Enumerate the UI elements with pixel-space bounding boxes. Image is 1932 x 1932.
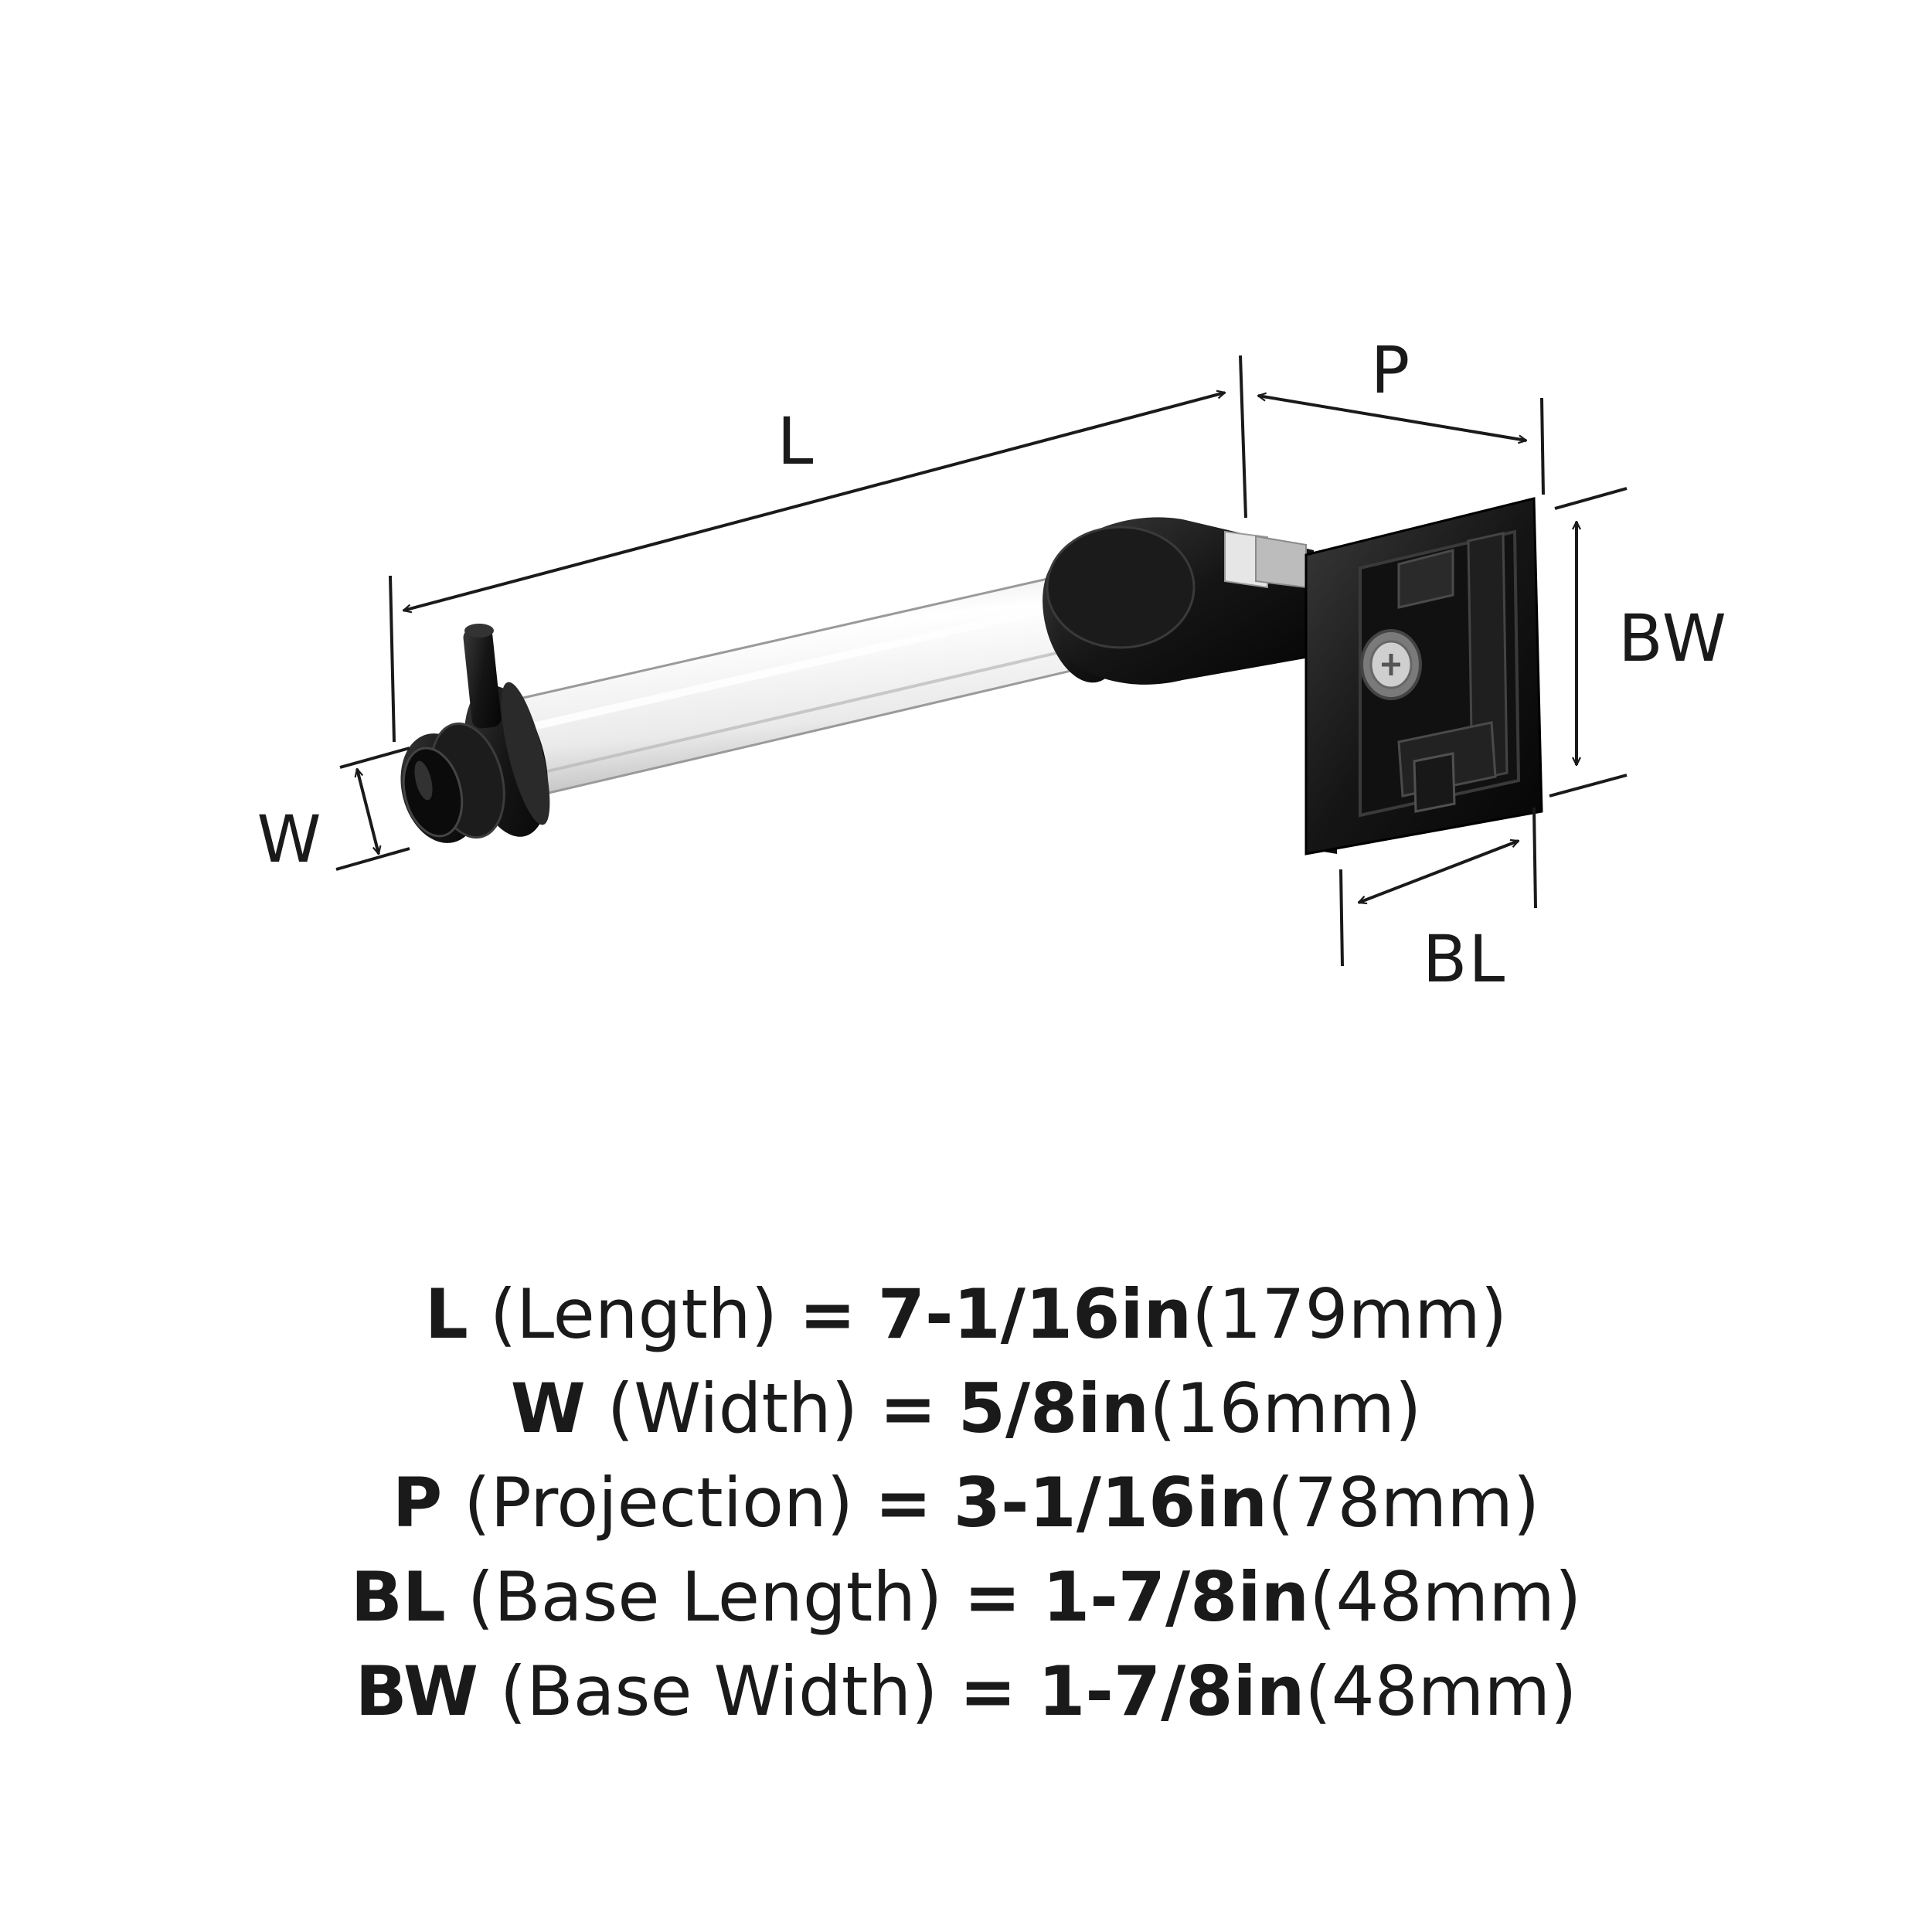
spec-imperial: 1-7/8in [1038, 1651, 1305, 1731]
spec-metric: (78mm) [1267, 1463, 1540, 1543]
spec-metric: (179mm) [1192, 1274, 1508, 1354]
label-BW: BW [1618, 600, 1728, 676]
spec-equals: = [879, 1369, 937, 1448]
dimension-BW: BW [1549, 487, 1728, 798]
spec-code: BW [355, 1651, 478, 1731]
spec-code: L [424, 1274, 468, 1354]
spec-imperial: 7-1/16in [877, 1274, 1192, 1354]
spec-line-base-width: BW (Base Width) = 1-7/8in(48mm) [0, 1645, 1932, 1739]
spec-name: (Base Length) [467, 1557, 943, 1637]
spec-name: (Projection) [464, 1463, 854, 1543]
spec-line-length: L (Length) = 7-1/16in(179mm) [0, 1267, 1932, 1362]
spec-line-base-length: BL (Base Length) = 1-7/8in(48mm) [0, 1550, 1932, 1645]
end-cap [400, 624, 550, 843]
spec-name: (Length) [489, 1274, 778, 1354]
spec-equals: = [959, 1651, 1017, 1731]
support-arm [1046, 517, 1314, 685]
toilet-paper-holder-illustration [400, 497, 1543, 855]
spec-code: W [510, 1369, 586, 1448]
label-W: W [257, 801, 322, 877]
label-BL: BL [1423, 921, 1506, 997]
spec-equals: = [964, 1557, 1022, 1637]
spec-equals: = [799, 1274, 856, 1354]
label-P: P [1371, 332, 1412, 408]
dimension-spec-list: L (Length) = 7-1/16in(179mm) W (Width) =… [0, 1267, 1932, 1739]
spec-imperial: 3-1/16in [953, 1463, 1268, 1543]
spec-code: P [392, 1463, 443, 1543]
spec-name: (Base Width) [499, 1651, 938, 1731]
dimension-W: W [257, 747, 410, 877]
spec-metric: (16mm) [1149, 1369, 1422, 1448]
spec-imperial: 1-7/8in [1043, 1557, 1310, 1637]
dimension-BL: BL [1339, 807, 1537, 997]
spec-code: BL [350, 1557, 446, 1637]
label-L: L [777, 403, 815, 479]
dimension-L: L [389, 355, 1247, 743]
spec-line-projection: P (Projection) = 3-1/16in(78mm) [0, 1456, 1932, 1550]
spec-metric: (48mm) [1309, 1557, 1582, 1637]
spec-metric: (48mm) [1304, 1651, 1577, 1731]
dimension-P: P [1258, 332, 1545, 495]
base-plate [1304, 497, 1543, 855]
spec-imperial: 5/8in [957, 1369, 1150, 1448]
spec-line-width: W (Width) = 5/8in(16mm) [0, 1362, 1932, 1456]
clear-bar [515, 570, 1099, 798]
spec-name: (Width) [607, 1369, 859, 1448]
product-dimension-diagram: L P BW BL W [257, 332, 1728, 997]
spec-equals: = [875, 1463, 932, 1543]
